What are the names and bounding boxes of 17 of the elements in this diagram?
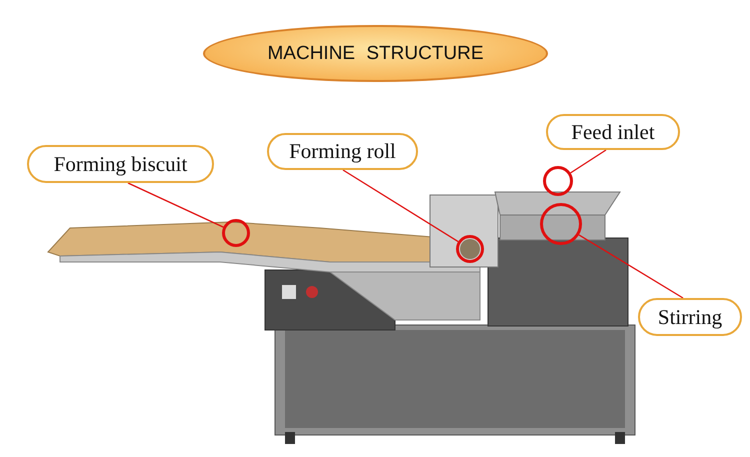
highlight-circle [543, 166, 573, 196]
leader-line [570, 149, 606, 174]
callout-text: Feed inlet [571, 120, 655, 144]
callout-text: Forming biscuit [54, 152, 188, 176]
callout-label [546, 114, 680, 150]
callout-text: Stirring [658, 304, 722, 330]
highlight-circle [540, 203, 582, 245]
leader-line [342, 169, 458, 242]
leader-line [128, 182, 224, 228]
callout-label [27, 145, 214, 183]
callout-label [638, 298, 742, 336]
leader-line [578, 234, 684, 299]
highlight-circle [222, 219, 250, 247]
callout-text: Forming roll [289, 139, 396, 164]
title: MACHINE STRUCTURE [267, 42, 484, 64]
highlight-circle [456, 235, 484, 263]
callout-label [267, 133, 418, 170]
